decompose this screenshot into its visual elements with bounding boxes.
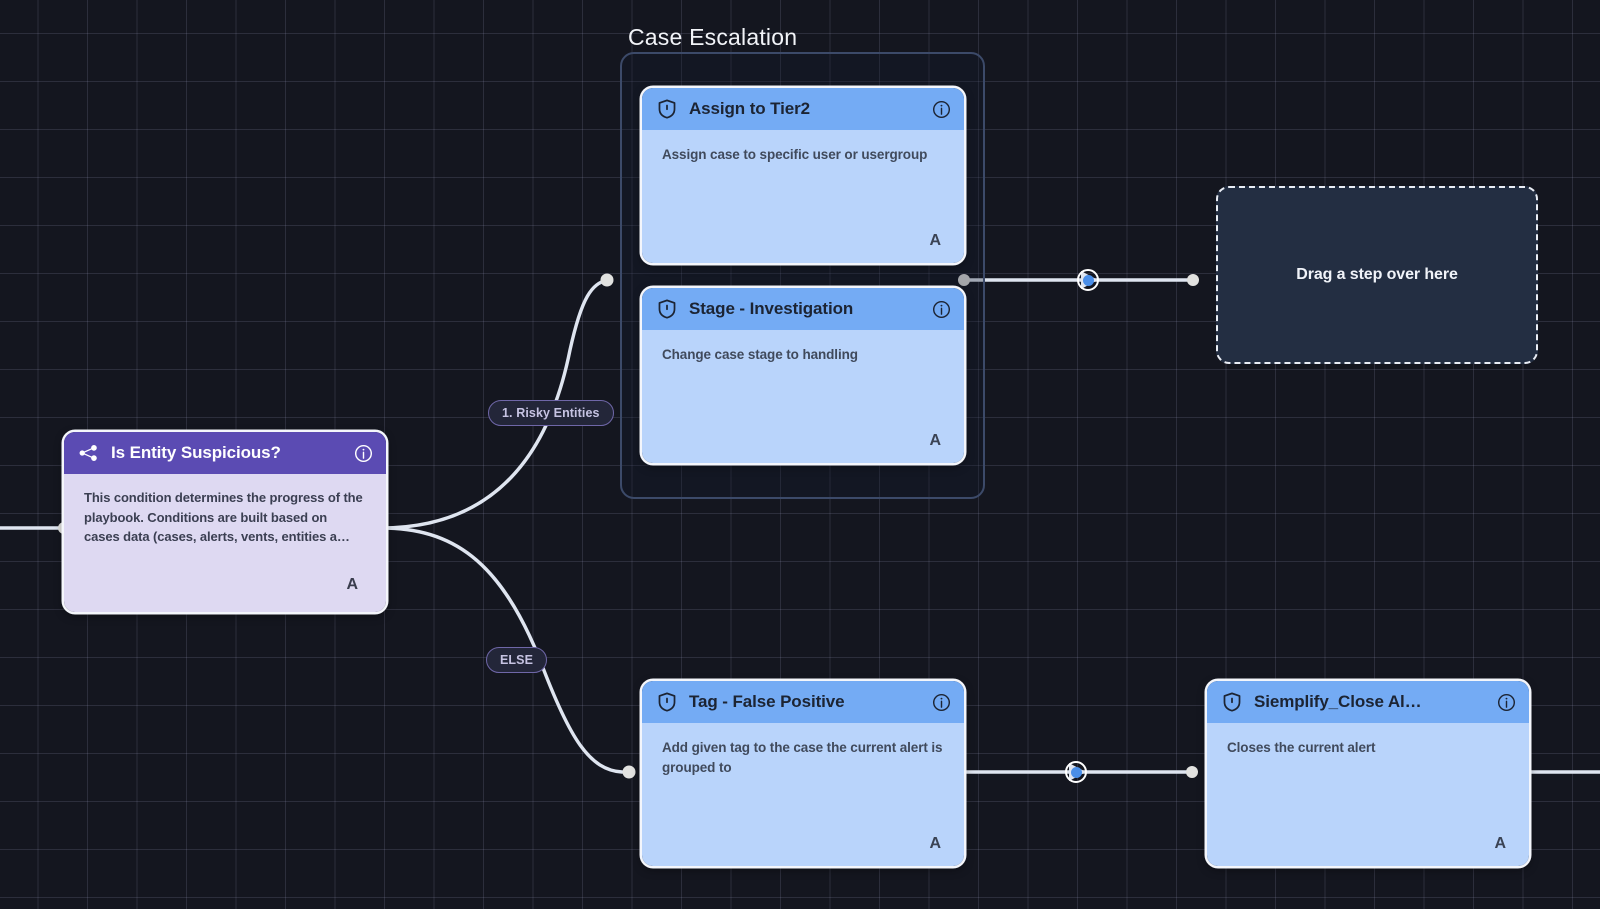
edge-label-text: ELSE xyxy=(500,653,534,667)
node-badge: A xyxy=(929,835,941,852)
shield-icon xyxy=(656,298,678,320)
node-description: Change case stage to handling xyxy=(662,347,858,362)
node-description: Closes the current alert xyxy=(1227,740,1376,755)
node-badge: A xyxy=(929,232,941,249)
node-body: This condition determines the progress o… xyxy=(64,474,386,612)
handle-dropzone-in xyxy=(1187,274,1199,286)
node-header[interactable]: Siemplify_Close Al… xyxy=(1207,681,1529,723)
node-title: Assign to Tier2 xyxy=(689,99,810,118)
node-body: Assign case to specific user or usergrou… xyxy=(642,130,964,263)
group-title: Case Escalation xyxy=(628,24,798,50)
info-icon[interactable] xyxy=(932,693,951,712)
node-badge: A xyxy=(1494,835,1506,852)
handle-close-in xyxy=(1186,766,1198,778)
info-icon[interactable] xyxy=(1497,693,1516,712)
node-body: Change case stage to handling A xyxy=(642,330,964,463)
node-description: This condition determines the progress o… xyxy=(84,490,363,544)
edge-add-button-bottom[interactable] xyxy=(1065,761,1087,783)
node-title: Siemplify_Close Al… xyxy=(1254,692,1422,711)
node-title: Is Entity Suspicious? xyxy=(111,443,281,462)
node-is-entity-suspicious[interactable]: Is Entity Suspicious? This condition det… xyxy=(64,432,386,612)
node-header[interactable]: Stage - Investigation xyxy=(642,288,964,330)
node-badge: A xyxy=(346,576,358,593)
handle-tag-in xyxy=(622,765,636,779)
node-header[interactable]: Assign to Tier2 xyxy=(642,88,964,130)
node-title: Stage - Investigation xyxy=(689,299,854,318)
edge-label-else[interactable]: ELSE xyxy=(486,647,548,673)
dropzone-label: Drag a step over here xyxy=(1296,266,1458,283)
edge-label-text: 1. Risky Entities xyxy=(502,406,600,420)
handle-group-in xyxy=(600,273,614,287)
node-stage-investigation[interactable]: Stage - Investigation Change case stage … xyxy=(642,288,964,463)
node-body: Add given tag to the case the current al… xyxy=(642,723,964,866)
info-icon[interactable] xyxy=(932,100,951,119)
node-body: Closes the current alert A xyxy=(1207,723,1529,866)
node-siemplify-close-alert[interactable]: Siemplify_Close Al… Closes the current a… xyxy=(1207,681,1529,866)
edge-arrowheads xyxy=(1069,271,1098,781)
info-icon[interactable] xyxy=(932,300,951,319)
edge-label-risky-entities[interactable]: 1. Risky Entities xyxy=(488,400,614,426)
info-icon[interactable] xyxy=(354,444,373,463)
node-description: Assign case to specific user or usergrou… xyxy=(662,147,928,162)
node-tag-false-positive[interactable]: Tag - False Positive Add given tag to th… xyxy=(642,681,964,866)
shield-icon xyxy=(1221,691,1243,713)
node-badge: A xyxy=(929,432,941,449)
shield-icon xyxy=(656,691,678,713)
node-assign-to-tier2[interactable]: Assign to Tier2 Assign case to specific … xyxy=(642,88,964,263)
shield-icon xyxy=(656,98,678,120)
node-description: Add given tag to the case the current al… xyxy=(662,740,943,775)
node-header[interactable]: Is Entity Suspicious? xyxy=(64,432,386,474)
node-header[interactable]: Tag - False Positive xyxy=(642,681,964,723)
dropzone-drag-step[interactable]: Drag a step over here xyxy=(1216,186,1538,364)
edge-add-button-top[interactable] xyxy=(1077,269,1099,291)
branch-icon xyxy=(78,442,100,464)
node-title: Tag - False Positive xyxy=(689,692,845,711)
